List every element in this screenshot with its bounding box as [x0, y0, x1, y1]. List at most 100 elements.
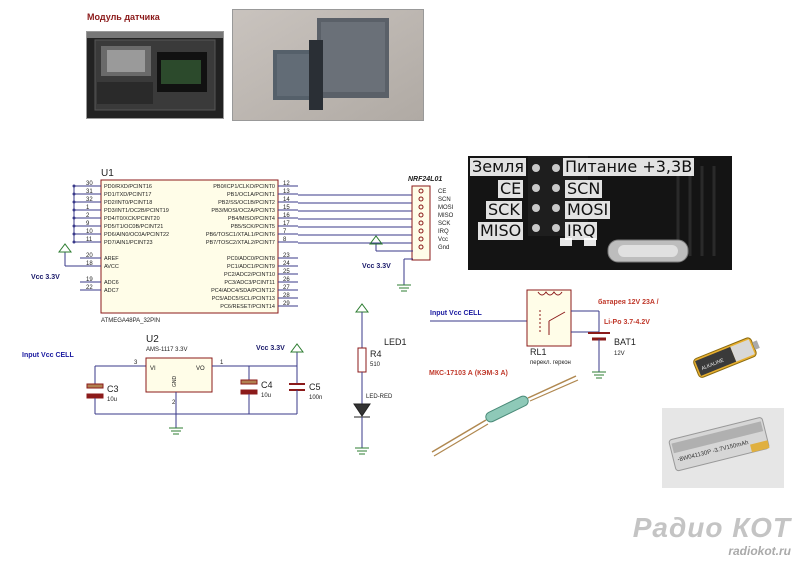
- mcu-pin-name: PD2/INT0/PCINT18: [104, 200, 152, 206]
- mcu-pin-name: PB5/SCK/PCINT5: [231, 224, 275, 230]
- mcu-pin-name: PC6/RESET/PCINT14: [220, 304, 275, 310]
- mcu-pin-number: 15: [283, 205, 290, 211]
- c5-designator: C5: [309, 382, 321, 392]
- regulator-body: [145, 357, 213, 393]
- mcu-pin-name: PB1/OC1A/PCINT1: [227, 192, 275, 198]
- radio-pin-pad: [418, 228, 424, 234]
- resistor-r4: [357, 347, 367, 373]
- mcu-pin-number: 30: [86, 181, 93, 187]
- battery-cell-illustration: ALKALINE: [693, 337, 760, 378]
- mcu-pin-number: 2: [86, 213, 90, 219]
- photo-title: Модуль датчика: [87, 12, 160, 22]
- radio-label-ground: Земля: [470, 157, 527, 176]
- battery-designator: BAT1: [614, 337, 636, 347]
- mcu-pin-name: PB3/MOSI/OC2A/PCINT3: [211, 208, 275, 214]
- mcu-designator: U1: [101, 168, 114, 179]
- sensor-closeup-photo: [232, 9, 424, 121]
- vcc-arrow-reg: [290, 343, 304, 353]
- vcc-arrow-led: [355, 303, 369, 313]
- mcu-pin-name: PC5/ADC5/SCL/PCINT13: [212, 296, 275, 302]
- radio-pin-pad: [418, 204, 424, 210]
- radio-pin-pad: [418, 220, 424, 226]
- mcu-pin-name: ADC6: [104, 280, 119, 286]
- ground-symbol-battery: [592, 371, 606, 379]
- mcu-pin-name: PB4/MISO/PCINT4: [228, 216, 275, 222]
- mcu-pin-number: 32: [86, 197, 93, 203]
- regulator-pin-in-num: 3: [134, 360, 138, 366]
- radio-pin-label: MISO: [438, 213, 454, 219]
- sensor-closeup-illustration: [233, 10, 423, 120]
- c3-designator: C3: [107, 384, 119, 394]
- radio-label-miso: MISO: [478, 221, 524, 240]
- relay-caption: перекл. геркон: [530, 360, 571, 366]
- mcu-pin-name: ADC7: [104, 288, 119, 294]
- radio-pin-pad: [418, 236, 424, 242]
- mcu-pin-number: 22: [86, 285, 93, 291]
- battery-label-1: батарея 12V 23A /: [598, 298, 659, 306]
- vcc-label-left: Vcc 3.3V: [31, 274, 60, 281]
- relay-input-label: Input Vcc CELL: [430, 310, 482, 317]
- led-symbol: [353, 403, 371, 417]
- mcu-pin-name: PB6/TOSC1/XTAL1/PCINT6: [206, 232, 275, 238]
- radio-pin-pad: [418, 188, 424, 194]
- mcu-pin-number: 27: [283, 285, 290, 291]
- vcc-arrow-left: [58, 243, 72, 253]
- mcu-pin-number: 28: [283, 293, 290, 299]
- mcu-pin-name: PB2/SS/OC1B/PCINT2: [218, 200, 275, 206]
- led-part: LED-RED: [366, 394, 393, 400]
- mcu-part: ATMEGA48PA_32PIN: [101, 318, 160, 324]
- mcu-pin-number: 9: [86, 221, 90, 227]
- c4-value: 10u: [261, 393, 271, 399]
- watermark-site: radiokot.ru: [728, 544, 791, 558]
- r4-value: 510: [370, 362, 381, 368]
- mcu-pin-number: 13: [283, 189, 290, 195]
- mcu-pin-name: PD4/T0/XCK/PCINT20: [104, 216, 160, 222]
- mcu-pin-name: PD3/INT1/OC2B/PCINT19: [104, 208, 169, 214]
- radio-module-photo: Земля Питание +3,3В CE SCN SCK MOSI MISO…: [468, 156, 732, 270]
- regulator-pin-gnd: GND: [172, 376, 178, 388]
- mcu-pin-number: 29: [283, 301, 290, 307]
- mcu-pin-number: 23: [283, 253, 290, 259]
- reed-part: МКС-17103 А (КЭМ-3 А): [429, 370, 508, 377]
- sensor-module-photo: [86, 31, 224, 119]
- regulator-pin-out-num: 1: [220, 360, 224, 366]
- radio-pin-label: SCN: [438, 197, 451, 203]
- mcu-pin-name: PC3/ADC3/PCINT11: [224, 280, 275, 286]
- mcu-pin-name: PD0/RXD/PCINT16: [104, 184, 152, 190]
- radio-pin-label: CE: [438, 189, 446, 195]
- vcc-arrow-radio: [369, 235, 383, 245]
- led-designator: LED1: [384, 337, 407, 347]
- radio-title: NRF24L01: [408, 176, 442, 183]
- mcu-pin-number: 17: [283, 221, 290, 227]
- lipo-illustration: -8W041130P -3.7V150mAh: [662, 408, 784, 488]
- radio-label-irq: IRQ: [565, 221, 598, 240]
- radio-pin-label: IRQ: [438, 229, 449, 235]
- c4-capacitor: [240, 379, 258, 385]
- watermark-brand: Радио КОТ: [632, 512, 791, 543]
- mcu-pin-number: 11: [86, 237, 93, 243]
- mcu-pin-name: PB0/ICP1/CLKO/PCINT0: [213, 184, 275, 190]
- mcu-pin-name: PD6/AIN0/OC0A/PCINT22: [104, 232, 169, 238]
- mcu-pin-number: 26: [283, 277, 290, 283]
- regulator-part: AMS-1117 3.3V: [146, 347, 187, 353]
- mcu-pin-name: PC0/ADC0/PCINT8: [227, 256, 275, 262]
- ground-symbol-led: [355, 447, 369, 455]
- mcu-pin-number: 18: [86, 261, 93, 267]
- regulator-pin-gnd-num: 2: [172, 400, 176, 406]
- radio-label-mosi: MOSI: [565, 200, 611, 219]
- c5-value: 100n: [309, 395, 322, 401]
- mcu-pin-number: 10: [86, 229, 93, 235]
- radio-pin-pad: [418, 244, 424, 250]
- mcu-pin-name: PC1/ADC1/PCINT9: [227, 264, 275, 270]
- mcu-pin-number: 31: [86, 189, 93, 195]
- vcc-label-reg: Vcc 3.3V: [256, 345, 285, 352]
- regulator-pin-vo: VO: [196, 366, 205, 372]
- radio-header: [411, 185, 431, 261]
- c4-designator: C4: [261, 380, 273, 390]
- ground-symbol-power: [169, 427, 183, 435]
- mcu-pin-number: 12: [283, 181, 290, 187]
- regulator-designator: U2: [146, 334, 159, 345]
- mcu-body: [100, 179, 279, 314]
